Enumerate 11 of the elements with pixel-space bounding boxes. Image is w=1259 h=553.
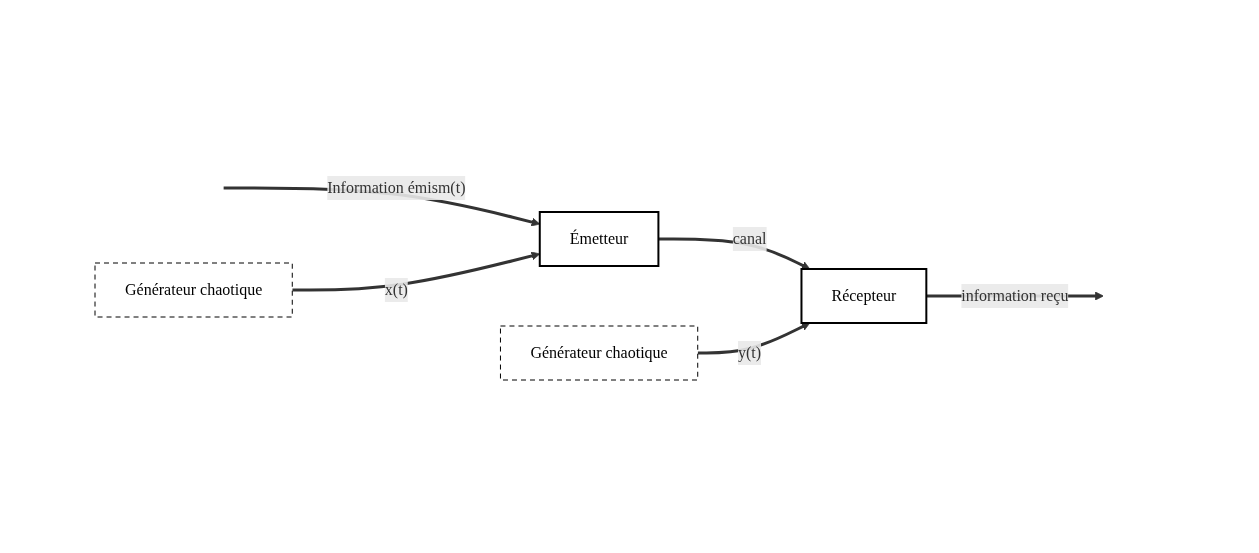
edge-label: Information émism(t) [327,179,466,196]
arrow [698,322,811,355]
edge-label: information reçu [961,287,1069,304]
node-box: Récepteur [800,268,928,324]
edge-label: canal [733,230,767,247]
edge-label: x(t) [385,281,409,298]
node-box: Générateur chaotique [500,325,699,381]
arrow [292,251,541,292]
node-box: Émetteur [539,211,660,267]
edge-label: y(t) [738,344,762,361]
node-box: Générateur chaotique [94,262,294,318]
